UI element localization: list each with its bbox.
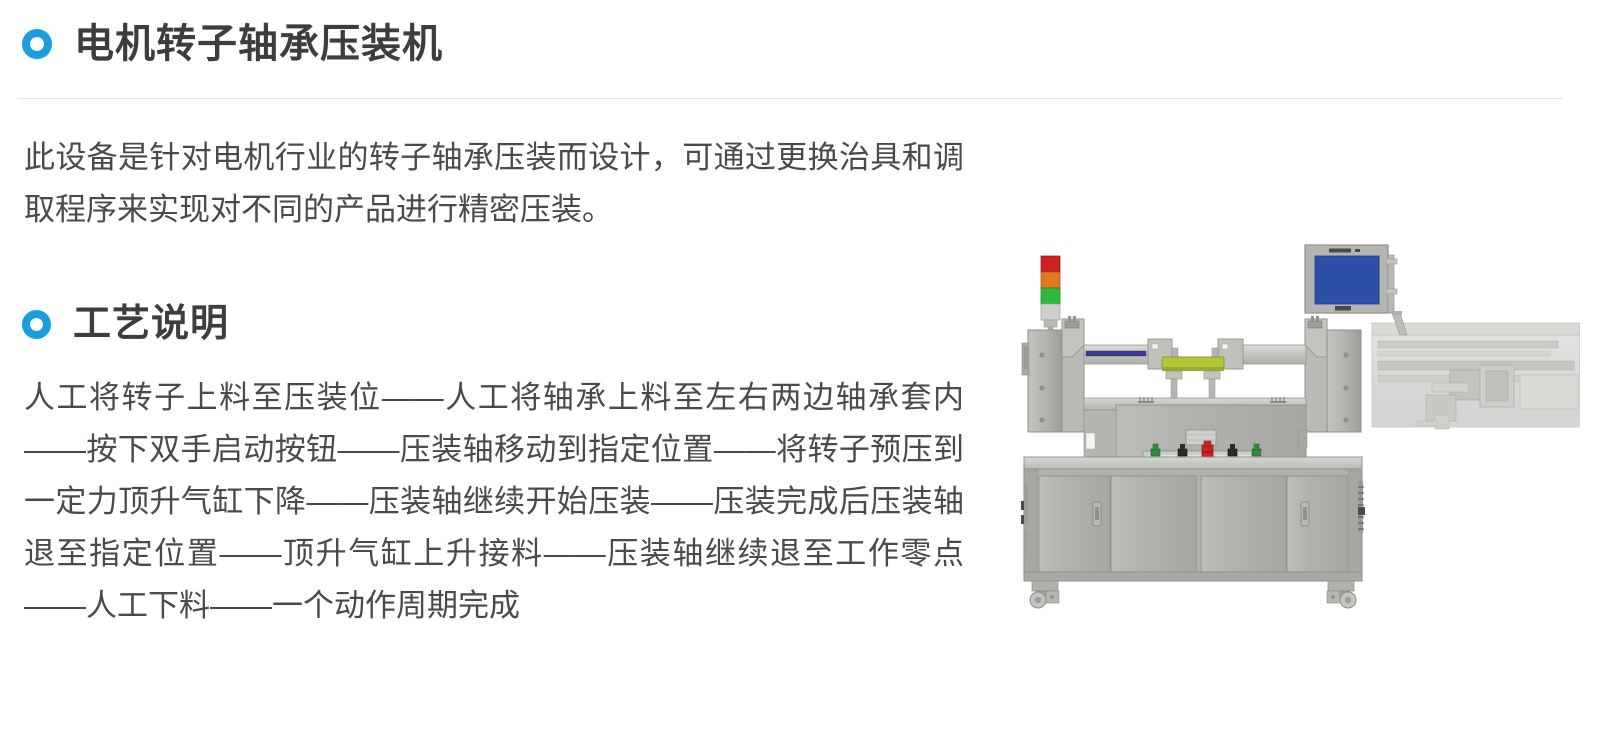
- cabinet-door-4: [1286, 475, 1348, 573]
- ring-icon: [22, 309, 51, 339]
- machine-illustration: [980, 215, 1580, 625]
- page-title: 电机转子轴承压装机: [74, 22, 443, 66]
- cabinet-door-handle[interactable]: [1092, 501, 1102, 527]
- selector-switch-right[interactable]: [1227, 444, 1238, 457]
- cabinet-door-2: [1110, 475, 1197, 573]
- intro-paragraph: 此设备是针对电机行业的转子轴承压装而设计，可通过更换治具和调取程序来实现对不同的…: [24, 140, 964, 227]
- cabinet-door-handle[interactable]: [1300, 501, 1310, 527]
- ring-icon: [22, 29, 52, 59]
- process-heading: 工艺说明: [73, 303, 230, 345]
- header-divider: [18, 98, 1562, 99]
- right-press-column: [1304, 316, 1362, 433]
- process-heading-block: 工艺说明: [22, 305, 229, 343]
- start-button-right[interactable]: [1251, 443, 1262, 457]
- cabinet-door-3: [1200, 475, 1287, 573]
- selector-switch-left[interactable]: [1177, 444, 1188, 457]
- machine-cabinet: [1021, 456, 1365, 582]
- caster-wheel: [1326, 580, 1357, 609]
- hmi-monitor[interactable]: [1304, 244, 1408, 336]
- page-title-block: 电机转子轴承压装机: [22, 24, 443, 64]
- right-rail-extension: [1371, 322, 1580, 430]
- right-press-shaft: [1211, 338, 1307, 370]
- caster-wheel: [1029, 580, 1060, 609]
- machine-bed: [1083, 397, 1308, 458]
- start-button-left[interactable]: [1150, 443, 1161, 457]
- work-fixture: [1161, 356, 1225, 402]
- process-paragraph: 人工将转子上料至压装位——人工将轴承上料至左右两边轴承套内——按下双手启动按钮—…: [24, 380, 964, 623]
- left-press-column: [1021, 316, 1085, 433]
